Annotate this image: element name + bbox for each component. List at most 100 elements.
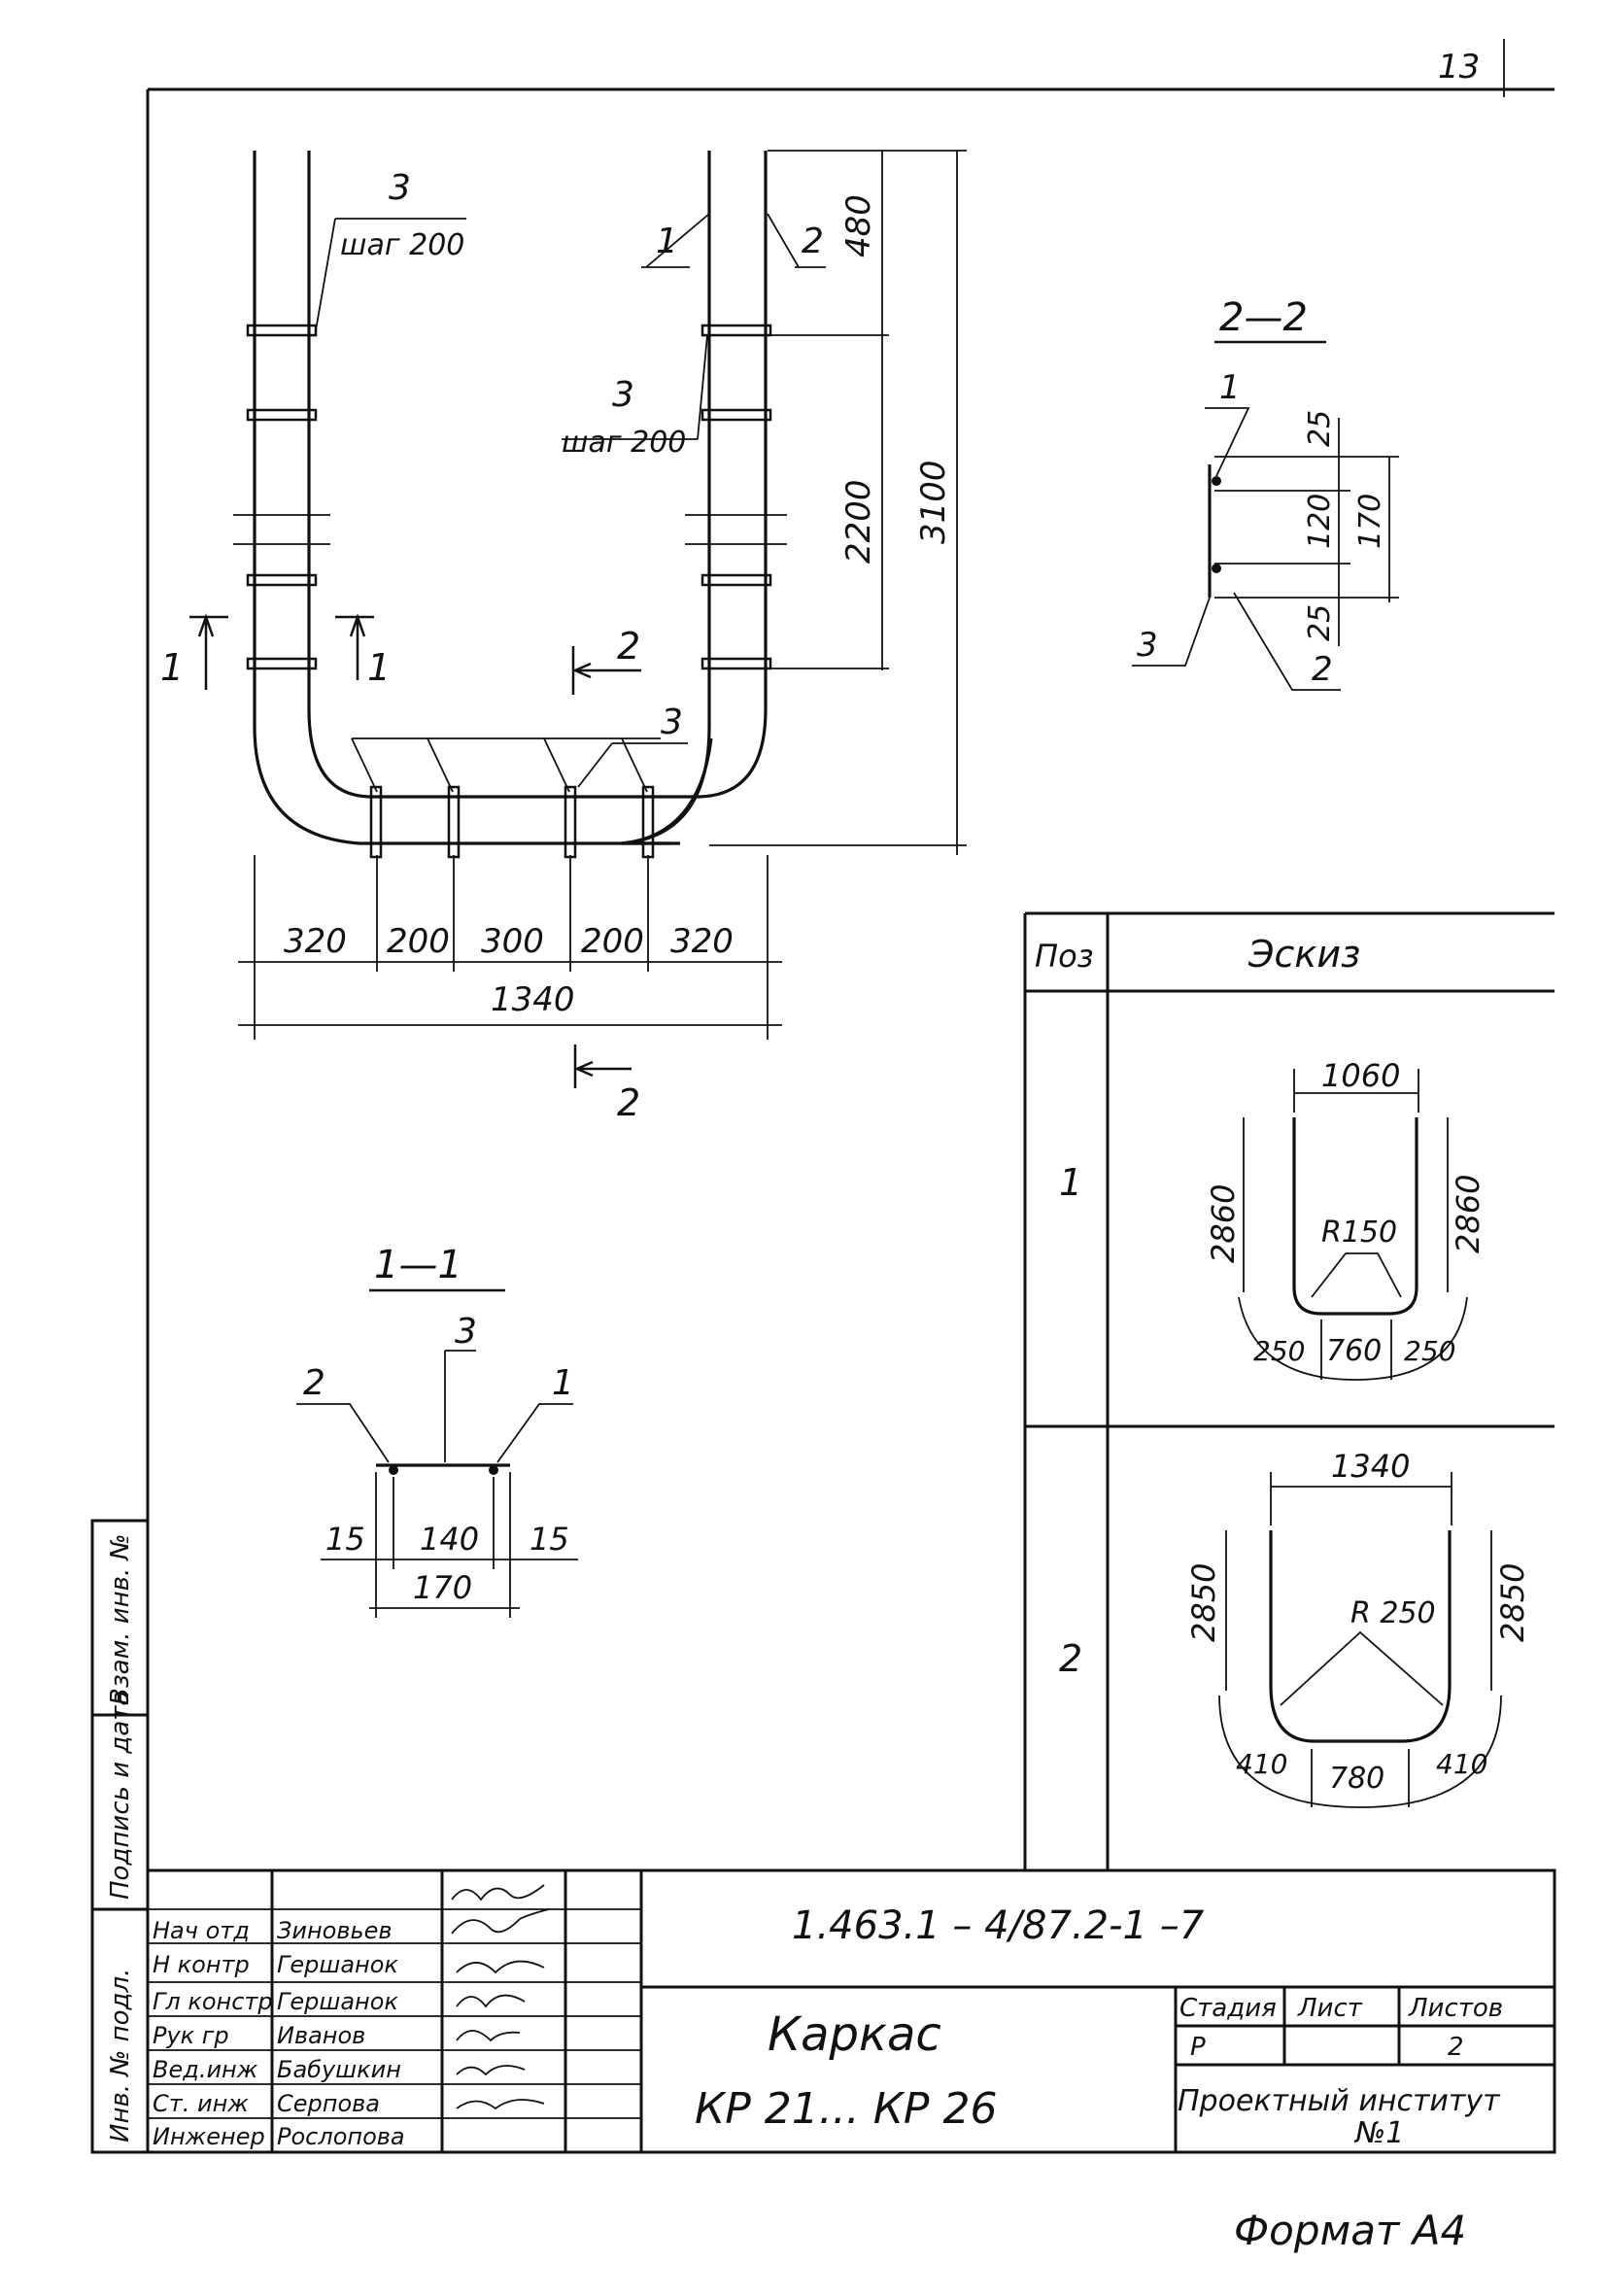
section-2-2: 2—2 1 3 2 25 120 170 25 <box>1132 295 1399 691</box>
section-2-2-bar-1 <box>1212 476 1221 486</box>
sketch-row-2-left-arc: 410 <box>1236 1748 1287 1780</box>
leader-1-1-pos3 <box>444 1350 476 1462</box>
main-view: 3 шаг 200 3 шаг 200 1 2 3 480 2200 3100 … <box>160 150 967 1124</box>
leader-pos3-mid <box>562 334 708 440</box>
section-1-1-label-1: 1 <box>552 1363 574 1403</box>
step-top: шаг 200 <box>340 228 464 262</box>
section-1-1-dim-15-right: 15 <box>530 1521 569 1558</box>
label-pos3-bottom: 3 <box>661 703 683 742</box>
sketch-row-2-right: 2850 <box>1494 1563 1531 1642</box>
sketch-header-pos: Поз <box>1035 938 1094 975</box>
leader-pos3-bottom <box>577 742 688 788</box>
bar-outer <box>253 151 680 845</box>
sheet-number: 13 <box>1438 48 1480 86</box>
sketch-row-1-left-arc: 250 <box>1253 1335 1305 1367</box>
section-1-1-label-2: 2 <box>303 1363 325 1403</box>
name-4: Бабушкин <box>277 2056 401 2083</box>
dim-320-left: 320 <box>284 922 347 961</box>
label-pos3-mid: 3 <box>612 375 634 415</box>
role-1: Н контр <box>153 1951 250 1978</box>
section-2-2-label-1: 1 <box>1219 368 1241 407</box>
leader-pos3-top <box>315 218 466 331</box>
leader-pos2 <box>767 213 800 268</box>
name-2: Гершанок <box>277 1988 398 2015</box>
sketch-row-1-radius: R150 <box>1321 1216 1397 1250</box>
dim-1340: 1340 <box>491 980 575 1019</box>
side-stamp-signature: Подпись и дата <box>106 1691 135 1900</box>
section-1-1: 1—1 3 2 1 15 140 15 170 <box>296 1243 578 1618</box>
dim-3100: 3100 <box>914 460 953 544</box>
bottom-hatch <box>351 737 661 793</box>
sketch-row-2-right-arc: 410 <box>1436 1748 1487 1780</box>
section-1-1-title: 1—1 <box>374 1243 462 1287</box>
section-2-2-label-2: 2 <box>1312 650 1333 689</box>
sketch-row-2-shape <box>1218 1472 1502 1808</box>
sketch-table: Поз Эскиз 1 1060 2860 2860 R150 250 760 … <box>1023 911 1555 1870</box>
drawing-title-line2: КР 21... КР 26 <box>695 2084 997 2134</box>
section-2-2-bar-2 <box>1212 564 1221 573</box>
sketch-row-2-pos: 2 <box>1059 1637 1082 1680</box>
sketch-row-2-left: 2850 <box>1185 1563 1222 1642</box>
label-pos2: 2 <box>802 222 824 261</box>
break-left <box>233 514 330 545</box>
role-0: Нач отд <box>153 1917 250 1944</box>
sketch-row-1-bottom: 760 <box>1326 1334 1382 1368</box>
sketch-header-title: Эскиз <box>1247 933 1360 976</box>
dim-480: 480 <box>839 194 878 257</box>
signatures <box>451 1884 550 2110</box>
name-1: Гершанок <box>277 1951 398 1978</box>
section-2-2-dim-25-top: 25 <box>1303 410 1337 447</box>
role-3: Рук гр <box>153 2022 229 2049</box>
cut-marker-2-bottom <box>573 1045 632 1088</box>
cut-label-2-bottom: 2 <box>617 1081 640 1124</box>
sketch-row-1-right: 2860 <box>1450 1175 1486 1253</box>
section-1-1-dim-170: 170 <box>413 1569 472 1606</box>
stirrups-right <box>700 324 772 670</box>
sketch-row-1-top: 1060 <box>1321 1057 1400 1094</box>
organization-line2: №1 <box>1353 2116 1404 2150</box>
dim-200-left: 200 <box>387 922 450 961</box>
bar-outer-right-bend <box>621 737 713 845</box>
name-5: Серпова <box>277 2090 380 2117</box>
sketch-row-1-shape <box>1238 1069 1468 1381</box>
stage-value: Р <box>1190 2033 1206 2062</box>
section-1-1-label-3: 3 <box>455 1312 477 1352</box>
format-label: Формат А4 <box>1234 2207 1466 2254</box>
name-3: Иванов <box>277 2022 365 2049</box>
sheet-label: Лист <box>1297 1994 1363 2023</box>
sketch-row-2-top: 1340 <box>1331 1448 1410 1485</box>
sketch-row-1-left: 2860 <box>1205 1184 1242 1263</box>
leader-2-2-pos3 <box>1132 597 1211 667</box>
cut-label-1-left: 1 <box>160 646 184 689</box>
cut-marker-1-left <box>189 613 228 690</box>
break-right <box>685 514 787 545</box>
title-block: Нач отд Зиновьев Н контр Гершанок Гл кон… <box>146 1868 1556 2154</box>
drawing-title-line1: Каркас <box>768 2007 941 2062</box>
side-stamp-replace: Взам. инв. № <box>106 1533 135 1705</box>
section-2-2-label-3: 3 <box>1137 626 1158 665</box>
sheets-label: Листов <box>1408 1994 1503 2023</box>
section-2-2-title: 2—2 <box>1219 295 1308 340</box>
sketch-row-1-pos: 1 <box>1059 1161 1082 1204</box>
step-mid: шаг 200 <box>562 426 686 460</box>
bar-inner <box>307 151 641 799</box>
dim-300: 300 <box>481 922 544 961</box>
role-6: Инженер <box>153 2123 265 2150</box>
dim-200-right: 200 <box>581 922 644 961</box>
organization-line1: Проектный институт <box>1178 2084 1501 2118</box>
cut-marker-1-right <box>335 613 374 680</box>
label-pos3-top: 3 <box>389 168 411 208</box>
sketch-row-1-right-arc: 250 <box>1404 1335 1455 1367</box>
section-2-2-dim-120: 120 <box>1303 494 1337 549</box>
cut-label-2-top: 2 <box>617 625 640 668</box>
stirrups-left <box>246 324 318 670</box>
sketch-row-2-radius: R 250 <box>1350 1596 1436 1630</box>
leader-1-1-pos2 <box>296 1403 390 1463</box>
role-4: Вед.инж <box>153 2056 258 2083</box>
sketch-row-2-bottom: 780 <box>1329 1762 1384 1796</box>
bar-inner-right <box>641 151 768 799</box>
section-1-1-bar-left <box>389 1465 398 1475</box>
section-2-2-dim-25-bottom: 25 <box>1303 604 1337 641</box>
leader-1-1-pos1 <box>496 1403 573 1463</box>
